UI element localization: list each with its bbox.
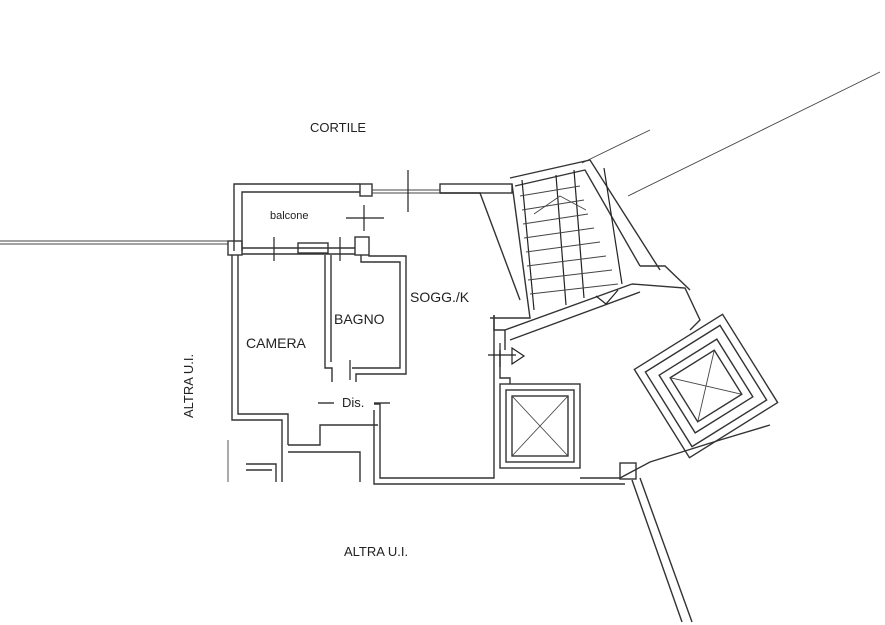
elevator-left bbox=[499, 383, 581, 469]
label-dis: Dis. bbox=[342, 395, 364, 410]
apartment-walls bbox=[227, 247, 580, 485]
label-camera: CAMERA bbox=[246, 335, 307, 351]
label-altra-ui-left: ALTRA U.I. bbox=[181, 354, 196, 418]
window-ticks bbox=[273, 170, 409, 261]
exterior-lines bbox=[0, 71, 881, 245]
label-altra-ui-bottom: ALTRA U.I. bbox=[344, 544, 408, 559]
label-sogg-k: SOGG./K bbox=[410, 289, 470, 305]
balcony-walls bbox=[227, 183, 513, 256]
landing-walls bbox=[488, 265, 771, 623]
staircase bbox=[440, 159, 661, 341]
label-cortile: CORTILE bbox=[310, 120, 366, 135]
label-balcone: balcone bbox=[270, 210, 309, 222]
elevator-right bbox=[633, 313, 779, 459]
label-bagno: BAGNO bbox=[334, 311, 385, 327]
